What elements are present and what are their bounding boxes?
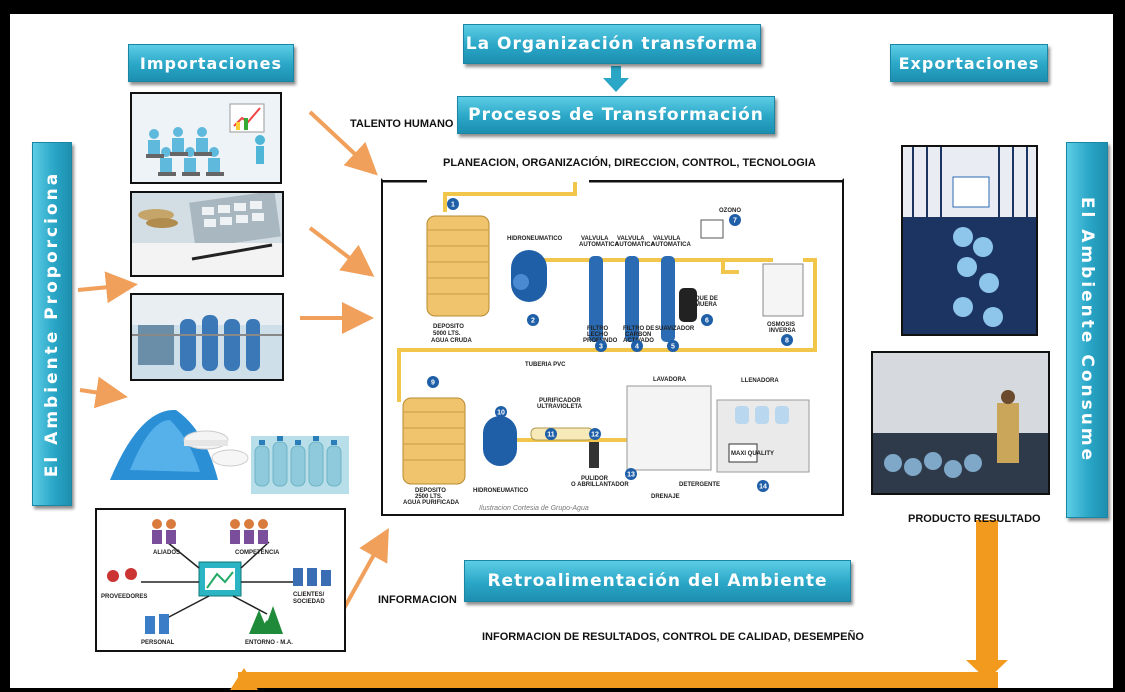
banner-ambiente-proporciona: El Ambiente Proporciona (32, 142, 72, 506)
step-badge (729, 214, 741, 226)
step-badge (495, 406, 507, 418)
step-badge (781, 334, 793, 346)
photo-finance (130, 191, 284, 277)
step-badge (527, 314, 539, 326)
step-number: 1 (451, 202, 455, 209)
banner-importaciones: Importaciones (128, 44, 294, 82)
arrow-ambiente-2 (79, 376, 128, 409)
feedback-loop-arrow (230, 520, 1008, 690)
svg-text:TANQUE DE: TANQUE DE (683, 296, 718, 302)
svg-text:DRENAJE: DRENAJE (651, 494, 680, 500)
svg-text:SALMUERA: SALMUERA (683, 302, 718, 308)
step-number: 12 (591, 432, 599, 439)
photo-product-store (901, 145, 1038, 336)
banner-retroalimentacion: Retroalimentación del Ambiente (464, 560, 851, 602)
photo-product-warehouse (871, 351, 1050, 495)
step-number: 5 (671, 344, 675, 351)
svg-text:AGUA CRUDA: AGUA CRUDA (431, 338, 472, 344)
step-number: 3 (599, 344, 603, 351)
svg-text:FILTRO: FILTRO (587, 326, 609, 332)
svg-text:DEPOSITO: DEPOSITO (433, 324, 464, 330)
stake-personal: PERSONAL (141, 640, 175, 646)
svg-text:HIDRONEUMATICO: HIDRONEUMATICO (507, 236, 563, 242)
svg-text:PULIDOR: PULIDOR (581, 476, 609, 482)
arrow-training (308, 110, 378, 176)
ambiente-proporciona-text: El Ambiente Proporciona (42, 170, 63, 478)
process-diagram: DEPOSITO 5000 LTS. AGUA CRUDA HIDRONEUMA… (381, 178, 844, 516)
svg-text:2500 LTS.: 2500 LTS. (415, 494, 443, 500)
svg-text:FILTRO DE: FILTRO DE (623, 326, 654, 332)
svg-text:DETERGENTE: DETERGENTE (679, 482, 720, 488)
step-badge (545, 428, 557, 440)
step-badge (427, 376, 439, 388)
svg-text:LLENADORA: LLENADORA (741, 378, 779, 384)
banner-procesos: Procesos de Transformación (457, 96, 775, 134)
step-badge (667, 340, 679, 352)
step-badge (757, 480, 769, 492)
step-badge (625, 468, 637, 480)
svg-text:AGUA PURIFICADA: AGUA PURIFICADA (403, 500, 460, 506)
svg-text:LAVADORA: LAVADORA (653, 377, 687, 383)
arrow-info (340, 528, 389, 613)
photo-training (130, 92, 282, 184)
label-planeacion: PLANEACION, ORGANIZACIÓN, DIRECCION, CON… (443, 157, 816, 169)
arrow-down-top (603, 66, 629, 92)
svg-text:VALVULA: VALVULA (653, 236, 681, 242)
svg-text:AUTOMATICA: AUTOMATICA (615, 242, 655, 248)
svg-text:TUBERIA PVC: TUBERIA PVC (525, 362, 566, 368)
stake-clientes-1: CLIENTES/ (293, 592, 325, 598)
step-number: 10 (497, 410, 505, 417)
svg-text:DEPOSITO: DEPOSITO (415, 488, 446, 494)
svg-text:PURIFICADOR: PURIFICADOR (539, 398, 581, 404)
stake-competencia: COMPETENCIA (235, 550, 280, 556)
step-badge (631, 340, 643, 352)
label-producto-resultado: PRODUCTO RESULTADO (908, 513, 1041, 525)
label-informacion: INFORMACION (378, 594, 457, 606)
svg-text:VALVULA: VALVULA (617, 236, 645, 242)
svg-text:ULTRAVIOLETA: ULTRAVIOLETA (537, 404, 583, 410)
photo-plant (130, 293, 284, 381)
stake-clientes-2: SOCIEDAD (293, 599, 325, 605)
step-number: 6 (705, 318, 709, 325)
svg-text:MAXI QUALITY: MAXI QUALITY (731, 451, 774, 457)
stake-aliados: ALIADOS (153, 550, 180, 556)
svg-text:AUTOMATICA: AUTOMATICA (651, 242, 691, 248)
svg-text:VALVULA: VALVULA (581, 236, 609, 242)
label-talento-humano: TALENTO HUMANO (350, 118, 454, 130)
ambiente-consume-text: El Ambiente Consume (1077, 196, 1097, 464)
svg-text:OZONO: OZONO (719, 208, 741, 214)
step-badge (589, 428, 601, 440)
arrow-finance (308, 226, 375, 277)
step-number: 4 (635, 344, 639, 351)
step-badge (447, 198, 459, 210)
stakeholders-box: ALIADOS COMPETENCIA PROVEEDORES CLIENTES… (95, 508, 346, 652)
step-number: 2 (531, 318, 535, 325)
step-number: 8 (785, 338, 789, 345)
svg-text:AUTOMATICA: AUTOMATICA (579, 242, 619, 248)
step-number: 11 (547, 432, 555, 439)
svg-text:OSMOSIS: OSMOSIS (767, 322, 795, 328)
stake-entorno: ENTORNO - M.A. (245, 640, 293, 646)
stake-proveedores: PROVEEDORES (101, 594, 147, 600)
arrow-ambiente-1 (77, 271, 138, 304)
banner-exportaciones: Exportaciones (890, 44, 1048, 82)
banner-organizacion: La Organización transforma (463, 24, 761, 64)
svg-text:O ABRILLANTADOR: O ABRILLANTADOR (571, 482, 629, 488)
svg-text:SUAVIZADOR: SUAVIZADOR (655, 326, 695, 332)
svg-text:HIDRONEUMATICO: HIDRONEUMATICO (473, 488, 529, 494)
step-number: 13 (627, 472, 635, 479)
step-number: 7 (733, 218, 737, 225)
svg-text:Ilustracion Cortesia de Grupo-: Ilustracion Cortesia de Grupo-Agua (479, 505, 589, 512)
svg-text:5000 LTS.: 5000 LTS. (433, 331, 461, 337)
svg-text:INVERSA: INVERSA (769, 328, 796, 334)
step-number: 14 (759, 484, 767, 491)
banner-ambiente-consume: El Ambiente Consume (1066, 142, 1108, 518)
svg-text:LECHO: LECHO (587, 332, 608, 338)
label-informacion-resultados: INFORMACION DE RESULTADOS, CONTROL DE CA… (482, 631, 864, 643)
step-number: 9 (431, 380, 435, 387)
svg-text:CARBON: CARBON (625, 332, 651, 338)
step-badge (595, 340, 607, 352)
step-badge (701, 314, 713, 326)
